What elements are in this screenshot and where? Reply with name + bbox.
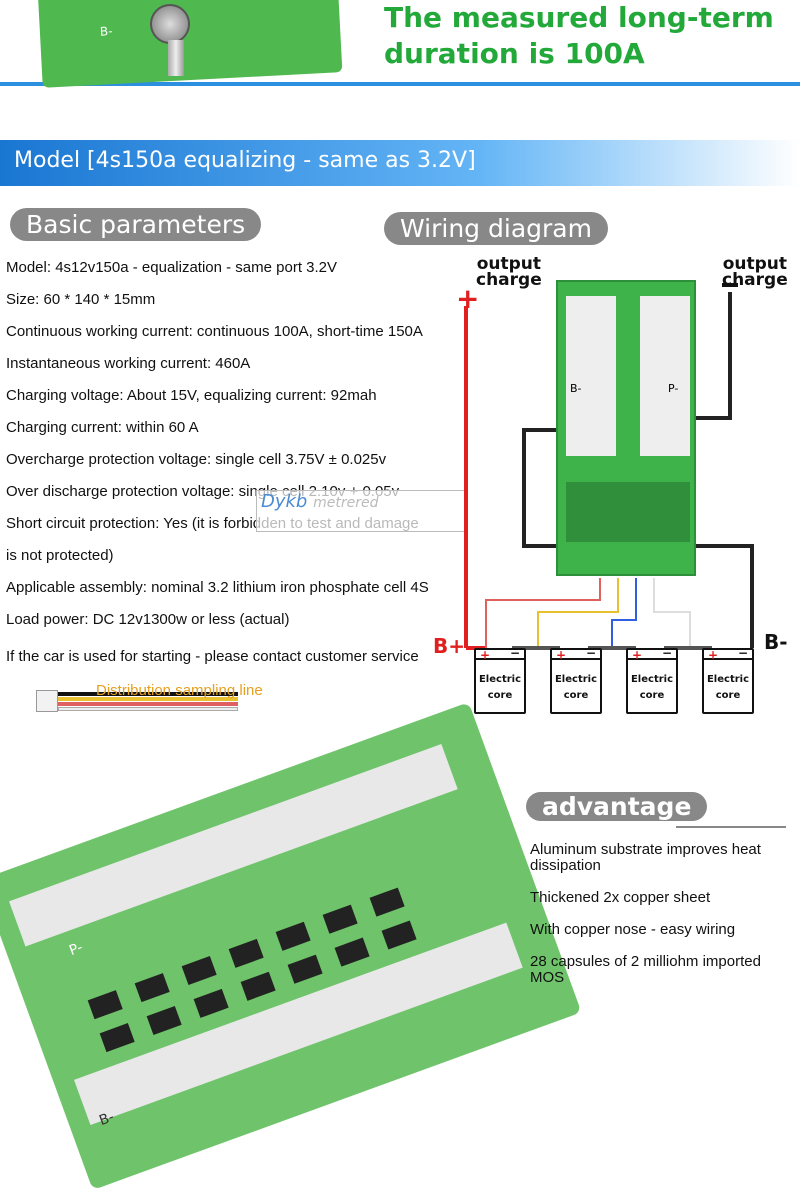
mos-chip [228, 938, 264, 968]
plus-icon: + [556, 648, 567, 662]
output-label: output [476, 254, 542, 274]
spacer [0, 90, 800, 138]
plus-icon: + [480, 648, 491, 662]
mos-chip [134, 973, 170, 1003]
mos-chip [99, 1023, 135, 1053]
pcb-label-p: P- [668, 382, 679, 395]
copper-pad [566, 296, 616, 456]
mos-chip [146, 1005, 182, 1036]
param-item: Applicable assembly: nominal 3.2 lithium… [6, 579, 429, 596]
watermark-sub: metrered [313, 495, 379, 511]
mos-chip [381, 920, 417, 950]
starting-note: If the car is used for starting - please… [6, 648, 419, 665]
connector-plug [36, 690, 58, 712]
mos-chip [287, 954, 323, 984]
board-label-p: P- [67, 939, 86, 960]
mos-chip [240, 971, 276, 1001]
cell-label: Electric [478, 674, 522, 685]
cell-label: core [487, 690, 513, 701]
sense-wire-white [653, 578, 691, 648]
headline-line-1: The measured long-term [384, 1, 774, 34]
plus-icon: + [456, 282, 480, 315]
mos-chip [369, 887, 405, 917]
output-label: output [722, 254, 788, 274]
advantage-list: Aluminum substrate improves heat dissipa… [530, 842, 796, 1002]
model-title: Model [4s150a equalizing - same as 3.2V] [14, 148, 476, 173]
copper-stud [168, 40, 184, 76]
plus-icon: + [632, 648, 643, 662]
output-charge-right: output charge [722, 254, 788, 290]
minus-icon: − [737, 646, 748, 660]
minus-icon: − [585, 646, 596, 660]
minus-icon [722, 283, 738, 287]
sense-wire-yellow [537, 578, 619, 648]
param-item: is not protected) [6, 547, 114, 564]
sampling-wires [58, 692, 238, 712]
param-item: Model: 4s12v150a - equalization - same p… [6, 259, 338, 276]
cell-label: Electric [706, 674, 750, 685]
divider [676, 826, 786, 828]
advantage-item: With copper nose - easy wiring [530, 921, 736, 938]
cell-label: Electric [554, 674, 598, 685]
charge-label: charge [476, 270, 542, 290]
mos-chip [334, 937, 370, 967]
watermark: Dykb metrered [256, 490, 466, 532]
cell-label: core [639, 690, 665, 701]
wiring-diagram-heading: Wiring diagram [384, 212, 608, 245]
mos-chip [275, 921, 311, 951]
b-minus-label: B- [764, 630, 788, 654]
b-minus-wire [522, 428, 754, 648]
distribution-label: Distribution sampling line [96, 682, 263, 699]
minus-icon: − [509, 646, 520, 660]
param-item: Overcharge protection voltage: single ce… [6, 451, 387, 468]
sense-wire-red [485, 578, 601, 648]
pcb-diagram: B- P- [556, 280, 696, 576]
wire [58, 707, 238, 711]
cell-label: core [563, 690, 589, 701]
advantage-heading: advantage [526, 792, 708, 821]
cell-label: core [715, 690, 741, 701]
basic-parameters-heading: Basic parameters [10, 208, 262, 241]
headline: The measured long-term duration is 100A [384, 0, 774, 72]
control-circuit [566, 482, 690, 542]
wire [58, 697, 238, 701]
battery-cell: + − Electric core [702, 646, 754, 714]
param-item: Continuous working current: continuous 1… [6, 323, 423, 340]
bolt-icon [150, 4, 190, 44]
battery-cell: + − Electric core [550, 646, 602, 714]
param-item: Load power: DC 12v1300w or less (actual) [6, 611, 290, 628]
advantage-item: 28 capsules of 2 milliohm imported MOS [530, 953, 761, 986]
battery-cell: + − Electric core [474, 646, 526, 714]
mos-chip [181, 955, 217, 986]
output-charge-left: output charge [476, 254, 542, 290]
top-banner: B- The measured long-term duration is 10… [0, 0, 800, 88]
model-title-bar: Model [4s150a equalizing - same as 3.2V] [0, 140, 800, 186]
output-minus-wire [690, 292, 732, 420]
wire [58, 692, 238, 696]
headline-line-2: duration is 100A [384, 37, 645, 70]
advantage-item: Aluminum substrate improves heat dissipa… [530, 841, 761, 874]
minus-icon: − [661, 646, 672, 660]
battery-cell: + − Electric core [626, 646, 678, 714]
copper-pad [640, 296, 690, 456]
sense-wire-blue [611, 578, 637, 648]
pcb-label-b: B- [570, 382, 582, 395]
mos-chip [87, 990, 123, 1020]
watermark-text: Dykb [261, 491, 308, 512]
cell-label: Electric [630, 674, 674, 685]
charge-label: charge [722, 270, 788, 290]
plus-icon: + [708, 648, 719, 662]
b-plus-label: B+ [433, 634, 466, 658]
mos-chip [322, 904, 358, 934]
advantage-item: Thickened 2x copper sheet [530, 889, 711, 906]
param-item: Size: 60 * 140 * 15mm [6, 291, 156, 308]
wire [58, 702, 238, 706]
param-item: Instantaneous working current: 460A [6, 355, 251, 372]
param-item: Charging current: within 60 A [6, 419, 199, 436]
mos-chip [193, 988, 229, 1018]
param-item: Charging voltage: About 15V, equalizing … [6, 387, 377, 404]
